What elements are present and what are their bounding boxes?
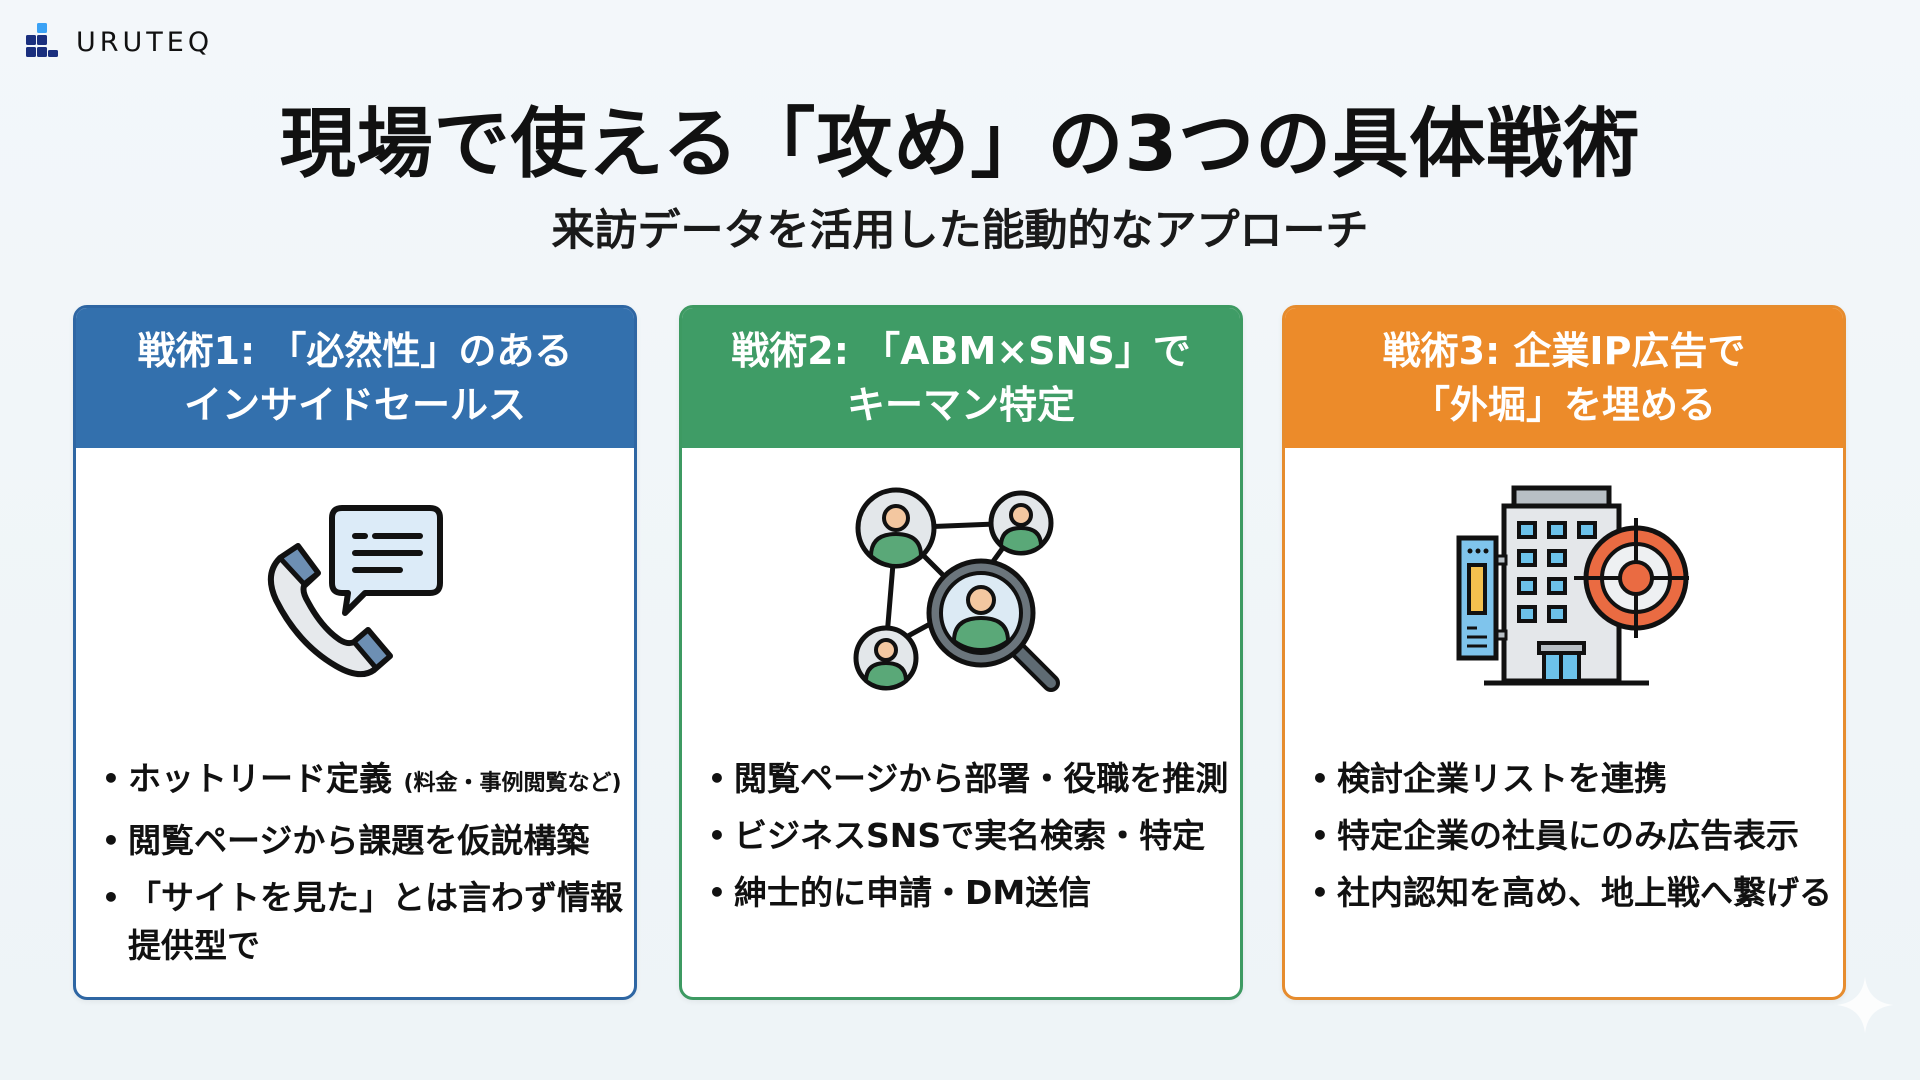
bullet-item: ホットリード定義 (料金・事例閲覧など): [98, 755, 624, 808]
tactic-title-line2: キーマン特定: [846, 383, 1075, 427]
tactic-bullet-list: ホットリード定義 (料金・事例閲覧など) 閲覧ページから課題を仮説構築 「サイト…: [98, 755, 624, 979]
brand-logo: URUTEQ: [26, 22, 213, 62]
bullet-item: ビジネスSNSで実名検索・特定: [704, 812, 1230, 860]
tactic-bullet-list: 検討企業リストを連携 特定企業の社員にのみ広告表示 社内認知を高め、地上戦へ繋げ…: [1307, 755, 1833, 926]
network-search-icon: [682, 468, 1240, 708]
phone-chat-icon: [76, 468, 634, 708]
tactic-title-line2: インサイドセールス: [183, 383, 526, 427]
bullet-item: 社内認知を高め、地上戦へ繋げる: [1307, 869, 1833, 917]
bullet-item: 閲覧ページから課題を仮説構築: [98, 817, 624, 865]
page-subtitle: 来訪データを活用した能動的なアプローチ: [551, 206, 1369, 256]
tactic-card-header: 戦術3: 企業IP広告で 「外堀」を埋める: [1285, 308, 1843, 448]
bullet-item: 閲覧ページから部署・役職を推測: [704, 755, 1230, 803]
bullet-item: 紳士的に申請・DM送信: [704, 869, 1230, 917]
tactic-title-line1: 戦術2: 「ABM×SNS」で: [731, 329, 1191, 373]
tactic-card-3: 戦術3: 企業IP広告で 「外堀」を埋める: [1282, 305, 1846, 1000]
tactic-card-header: 戦術1: 「必然性」のある インサイドセールス: [76, 308, 634, 448]
bullet-item: 検討企業リストを連携: [1307, 755, 1833, 803]
tactic-title-line1: 戦術3: 企業IP広告で: [1382, 329, 1746, 373]
bullet-note: (料金・事例閲覧など): [403, 771, 622, 796]
building-target-icon: [1285, 468, 1843, 708]
bullet-item: 「サイトを見た」とは言わず情報提供型で: [98, 874, 624, 970]
tactic-title-line2: 「外堀」を埋める: [1411, 383, 1716, 427]
tactic-card-1: 戦術1: 「必然性」のある インサイドセールス ホットリード定義 (料金・事例閲…: [73, 305, 637, 1000]
tactic-title-line1: 戦術1: 「必然性」のある: [137, 329, 573, 373]
page-title: 現場で使える「攻め」の3つの具体戦術: [279, 99, 1641, 188]
tactic-bullet-list: 閲覧ページから部署・役職を推測 ビジネスSNSで実名検索・特定 紳士的に申請・D…: [704, 755, 1230, 926]
tactic-card-header: 戦術2: 「ABM×SNS」で キーマン特定: [682, 308, 1240, 448]
block-staircase-logo-icon: [26, 23, 62, 61]
tactic-card-2: 戦術2: 「ABM×SNS」で キーマン特定: [679, 305, 1243, 1000]
brand-name: URUTEQ: [76, 26, 214, 58]
sparkle-icon: [1837, 977, 1893, 1033]
bullet-item: 特定企業の社員にのみ広告表示: [1307, 812, 1833, 860]
